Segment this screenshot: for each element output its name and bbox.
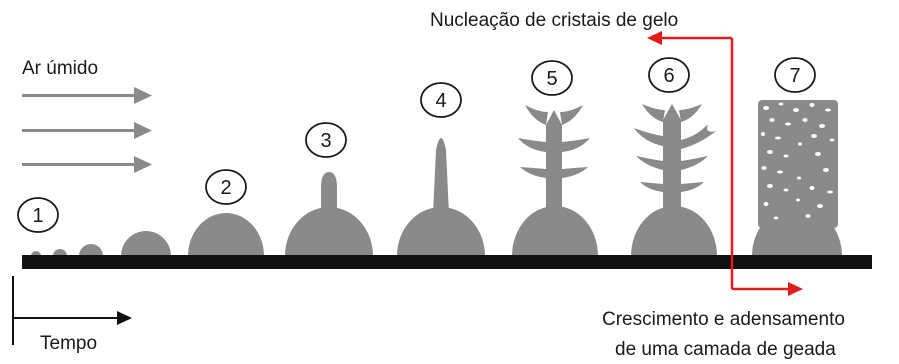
stage-number-1: 1 [32, 205, 43, 227]
stage-circle-1 [17, 197, 59, 233]
nucleation-label: Nucleação de cristais de gelo [430, 10, 678, 31]
stage-number-3: 3 [320, 130, 331, 152]
stage-number-4: 4 [435, 90, 446, 112]
time-label: Tempo [40, 333, 97, 354]
stage-6-frost [631, 104, 717, 256]
stage-number-7: 7 [789, 65, 800, 87]
stage-2-dome [188, 213, 264, 256]
stage-circle-3 [305, 122, 347, 158]
stage-4-frost [397, 138, 485, 256]
time-arrow-head-icon [117, 311, 132, 325]
stage-circle-4 [420, 82, 462, 118]
frost-shapes [31, 100, 842, 256]
stage-1-droplets [31, 231, 171, 256]
stage-3-frost [285, 172, 373, 256]
humid-air-label: Ar úmido [22, 58, 98, 79]
stage-circle-5 [531, 60, 573, 96]
time-axis [12, 276, 120, 345]
air-arrow-3-icon [22, 156, 152, 173]
stage-circle-6 [648, 57, 690, 93]
growth-label-line1: Crescimento e adensamento [602, 309, 845, 330]
stage-number-6: 6 [663, 65, 674, 87]
stage-numbers: 1 2 3 4 5 6 7 [32, 65, 800, 227]
stage-number-2: 2 [220, 177, 231, 199]
red-process-arrow [660, 36, 790, 291]
red-arrow-left-head-icon [647, 31, 662, 45]
stage-7-texture [761, 102, 835, 220]
air-arrow-1-icon [22, 87, 152, 104]
stage-labels [17, 57, 816, 233]
stage-5-frost [512, 105, 598, 256]
growth-label-line2: de uma camada de geada [615, 339, 836, 360]
air-arrow-2-icon [22, 122, 152, 139]
red-arrow-right-head-icon [788, 282, 803, 296]
humid-air-arrows [22, 87, 152, 173]
stage-circle-7 [774, 57, 816, 93]
cold-surface [22, 255, 872, 269]
stage-number-5: 5 [546, 68, 557, 90]
stage-circle-2 [205, 169, 247, 205]
